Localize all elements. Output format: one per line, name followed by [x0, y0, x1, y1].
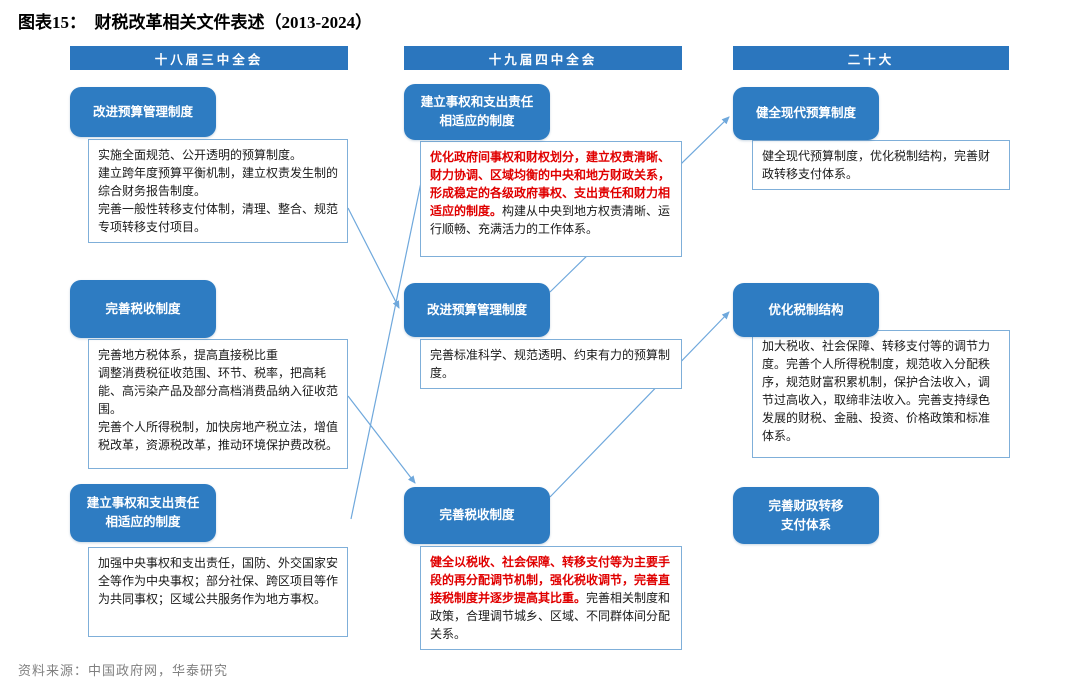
node-title-transfer-payment-20: 完善财政转移 支付体系: [733, 487, 879, 544]
node-title-duty-spending-19: 建立事权和支出责任 相适应的制度: [404, 84, 550, 140]
arrow-tax-13-to-19: [347, 395, 416, 484]
node-body-tax-system-19: 健全以税收、社会保障、转移支付等为主要手段的再分配调节机制，强化税收调节，完善直…: [420, 546, 682, 650]
node-title-tax-system-13: 完善税收制度: [70, 280, 216, 338]
node-body-duty-spending-13: 加强中央事权和支出责任，国防、外交国家安全等作为中央事权；部分社保、跨区项目等作…: [88, 547, 348, 637]
figure-title: 图表15： 财税改革相关文件表述（2013-2024）: [18, 13, 373, 32]
node-title-modern-budget-20: 健全现代预算制度: [733, 87, 879, 140]
node-body-duty-spending-19-emphasis: 优化政府间事权和财权划分，建立权责清晰、财力协调、区域均衡的中央和地方财政关系，…: [430, 150, 671, 218]
node-body-budget-reform-13: 实施全面规范、公开透明的预算制度。 建立跨年度预算平衡机制，建立权责发生制的综合…: [88, 139, 348, 243]
node-body-budget-reform-19: 完善标准科学、规范透明、约束有力的预算制度。: [420, 339, 682, 389]
node-body-tax-system-13: 完善地方税体系，提高直接税比重 调整消费税征收范围、环节、税率，把高耗能、高污染…: [88, 339, 348, 469]
node-body-tax-system-19-rest: 完善相关制度和政策，合理调节城乡、区域、不同群体间分配关系。: [430, 591, 671, 641]
column-header-plenum-19-4: 十九届四中全会: [404, 46, 682, 70]
arrow-tax-19-to-20: [549, 311, 730, 498]
node-body-tax-structure-20: 加大税收、社会保障、转移支付等的调节力度。完善个人所得税制度，规范收入分配秩序，…: [752, 330, 1010, 458]
source-note: 资料来源：中国政府网，华泰研究: [18, 663, 229, 678]
column-header-plenum-18-3: 十八届三中全会: [70, 46, 348, 70]
node-title-tax-structure-20: 优化税制结构: [733, 283, 879, 337]
node-body-tax-system-19-emphasis: 健全以税收、社会保障、转移支付等为主要手段的再分配调节机制，强化税收调节，完善直…: [430, 555, 671, 605]
node-title-budget-reform-13: 改进预算管理制度: [70, 87, 216, 137]
column-header-congress-20: 二十大: [733, 46, 1009, 70]
node-title-tax-system-19: 完善税收制度: [404, 487, 550, 544]
arrow-duty-13-to-19: [350, 143, 432, 520]
node-body-modern-budget-20: 健全现代预算制度，优化税制结构，完善财政转移支付体系。: [752, 140, 1010, 190]
node-title-budget-reform-19: 改进预算管理制度: [404, 283, 550, 337]
arrow-budget-13-to-19: [347, 207, 400, 309]
node-body-duty-spending-19: 优化政府间事权和财权划分，建立权责清晰、财力协调、区域均衡的中央和地方财政关系，…: [420, 141, 682, 257]
node-body-duty-spending-19-rest: 构建从中央到地方权责清晰、运行顺畅、充满活力的工作体系。: [430, 204, 671, 236]
node-title-duty-spending-13: 建立事权和支出责任 相适应的制度: [70, 484, 216, 542]
